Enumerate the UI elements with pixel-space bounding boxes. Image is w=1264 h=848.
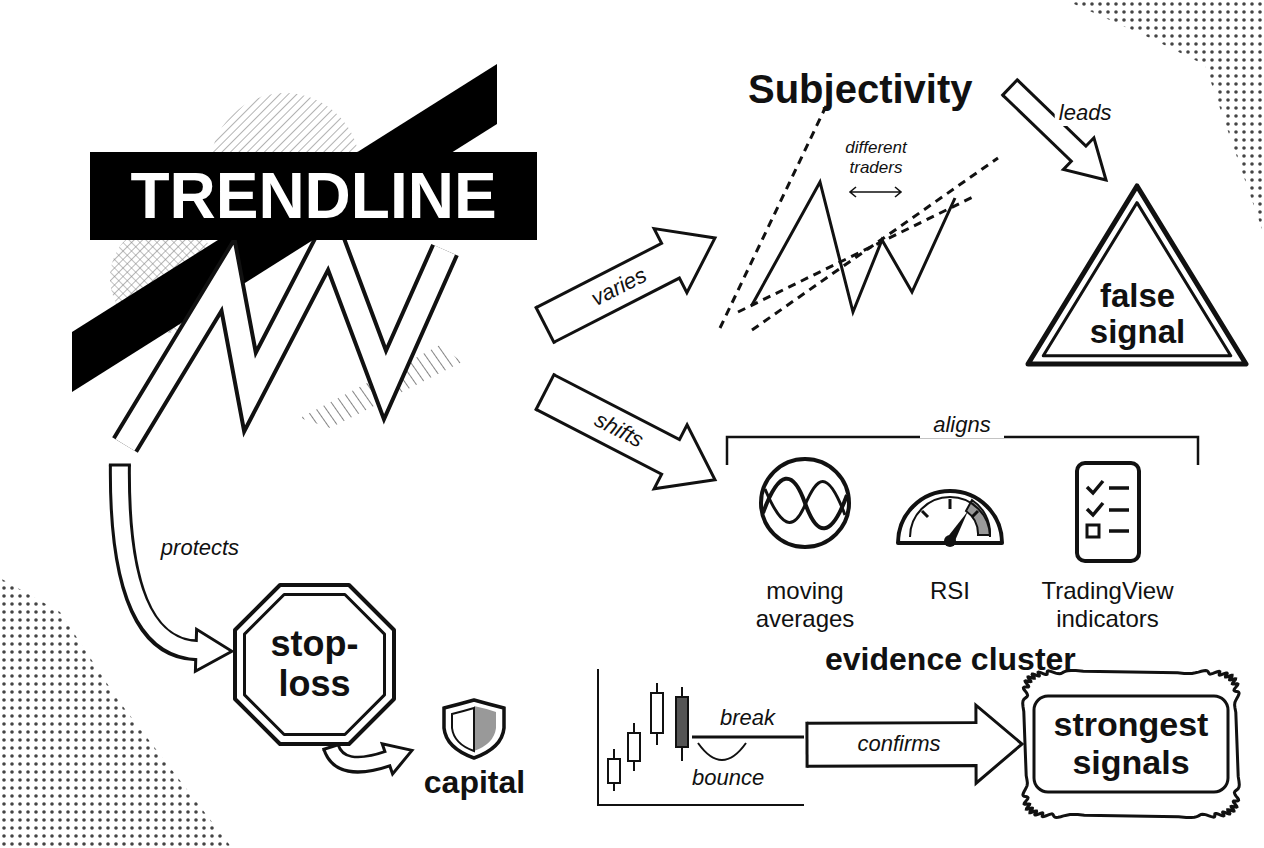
node-text: strongest signals (1034, 705, 1228, 781)
arrow-tail (109, 463, 131, 466)
node-text: RSI (890, 577, 1010, 605)
rsi-gauge-icon-part (944, 535, 956, 547)
node-text: Subjectivity (748, 66, 973, 112)
trader-lines (738, 196, 975, 312)
rsi-gauge-icon-part (966, 500, 990, 535)
edge-label: confirms (853, 731, 944, 757)
block-arrow (322, 744, 412, 774)
node-text: bounce (692, 765, 764, 791)
trader-lines (752, 158, 998, 330)
block-arrow (1002, 79, 1106, 180)
moving-average-icon-part (765, 482, 845, 523)
arrow-head (195, 629, 232, 671)
checklist-icon-part (1109, 488, 1129, 531)
candlestick-chart-part (651, 693, 663, 733)
trader-lines (720, 102, 998, 330)
rsi-gauge-icon-part (910, 497, 990, 537)
rsi-gauge-icon-shape (890, 455, 1010, 635)
block-arrow (109, 465, 232, 671)
trendline-banner: TRENDLINE (70, 60, 545, 465)
node-text: capital (412, 764, 537, 800)
candlestick-chart-part (608, 759, 620, 783)
capital-shield: capital (412, 700, 537, 812)
checklist-icon-part (1077, 463, 1139, 561)
candlestick-chart-part (676, 697, 688, 747)
candlestick-chart: break bounce (592, 665, 807, 810)
candlestick-chart-part (698, 743, 746, 760)
arrow-tail (1002, 79, 1019, 96)
edge-label: protects (157, 535, 243, 561)
trader-lines (850, 187, 901, 197)
edge-label: varies (583, 260, 654, 314)
trader-lines (720, 102, 828, 328)
moving-average-icon: moving averages (735, 455, 875, 635)
block-arrow (807, 705, 1022, 783)
arrow-body (545, 392, 673, 458)
candlestick-chart-part (614, 683, 682, 791)
edge-label: shifts (587, 405, 652, 455)
node-text: different traders (827, 138, 925, 178)
node-text: TRENDLINE (90, 152, 537, 240)
moving-average-icon-part (763, 479, 847, 529)
node-text: stop-loss (232, 624, 397, 704)
capital-shield-part (474, 706, 496, 751)
capital-shield-part (452, 708, 474, 751)
signal-badge-part (1023, 670, 1240, 817)
node-text: aligns (920, 412, 1004, 438)
zigzag-arrow (125, 238, 445, 445)
subjectivity-panel: Subjectivity different traders (715, 60, 1010, 335)
group-caption: evidence cluster (825, 640, 1076, 678)
checklist-icon-part (1087, 525, 1099, 537)
zigzag-arrow (125, 238, 445, 445)
arrow-tail (805, 722, 808, 768)
node-text: TradingView indicators (1015, 577, 1200, 633)
arrow-tail (535, 373, 554, 410)
rsi-gauge-icon-part (922, 499, 978, 517)
arrow-body (331, 747, 390, 764)
trader-lines (752, 182, 955, 312)
signal-badge-part (1034, 696, 1228, 792)
block-arrow (535, 373, 715, 488)
candlestick-chart-part (692, 736, 804, 739)
moving-average-icon-part (761, 459, 849, 547)
edge-label: leads (1055, 100, 1116, 126)
warning-triangle: false signal (1025, 180, 1250, 370)
node-text: break (720, 705, 775, 731)
halftone-corner (0, 578, 232, 848)
indicator-group: aligns moving averages RSITradingView indi… (715, 410, 1210, 635)
rsi-gauge-icon: RSI (890, 455, 1010, 635)
candlestick-chart-part (628, 733, 640, 761)
checklist-icon-part (1087, 481, 1103, 515)
arrow-body (545, 259, 673, 325)
capital-shield-part (444, 700, 504, 758)
node-text: moving averages (735, 577, 875, 633)
stop-octagon: stop-loss (232, 582, 397, 747)
arrow-body (807, 724, 979, 765)
zigzag-arrow (125, 238, 445, 445)
signal-badge: strongest signals (1022, 668, 1240, 820)
checklist-icon: TradingView indicators (1015, 455, 1200, 635)
arrow-tail (535, 306, 554, 343)
node-text: false signal (1025, 278, 1250, 350)
candlestick-chart-part (598, 669, 804, 805)
block-arrow (535, 229, 715, 344)
arrow-head (976, 705, 1022, 783)
